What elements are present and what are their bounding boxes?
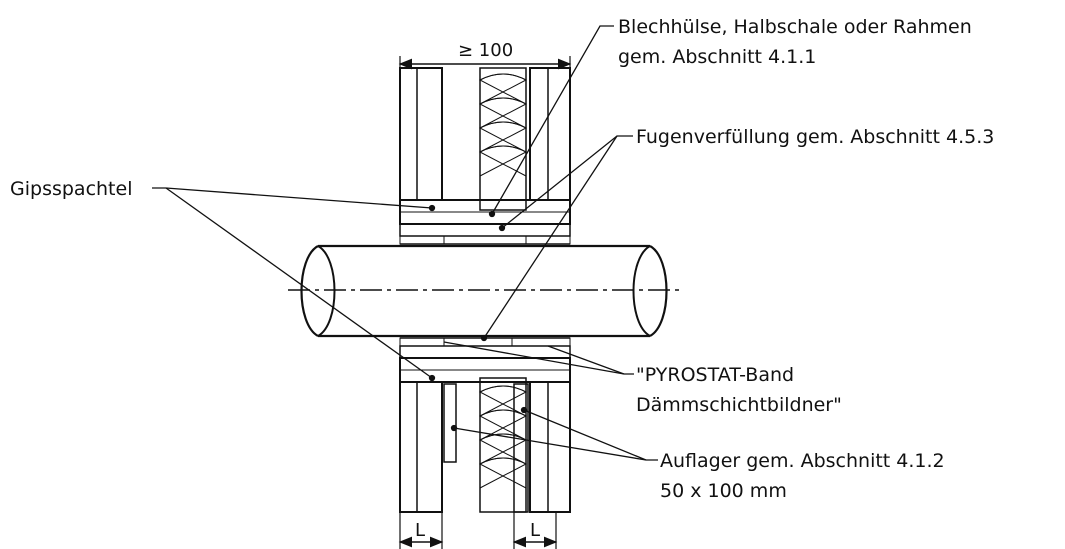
labels: Blechhülse, Halbschale oder Rahmen gem. …: [10, 16, 994, 502]
dimension-support-left: L: [398, 512, 444, 549]
leader-gypsum: [152, 187, 433, 209]
pipe: [288, 244, 684, 338]
dimension-support-right-label: L: [530, 520, 540, 541]
lower-support-left: [443, 383, 457, 463]
lower-pyrostat-right: [511, 337, 571, 347]
label-support-line1: Auflager gem. Abschnitt 4.1.2: [660, 450, 945, 472]
label-joint-fill: Fugenverfüllung gem. Abschnitt 4.5.3: [636, 126, 994, 148]
lower-support-right: [513, 383, 529, 513]
label-pyrostat-line2: Dämmschichtbildner": [636, 394, 842, 416]
lower-insulation: [479, 377, 527, 513]
lower-pyrostat-left: [399, 337, 445, 347]
upper-wall: [399, 67, 571, 245]
label-pyrostat-line1: "PYROSTAT-Band: [636, 364, 794, 386]
dimension-support-left-label: L: [415, 520, 425, 541]
dimension-wall-thickness: ≥ 100: [398, 40, 572, 70]
label-gypsum: Gipsspachtel: [10, 178, 132, 200]
leader-lines: [152, 25, 658, 461]
label-sleeve-line1: Blechhülse, Halbschale oder Rahmen: [618, 16, 972, 38]
upper-pyrostat-left: [399, 235, 445, 245]
upper-left-board: [399, 67, 443, 201]
leader-sleeve: [491, 25, 614, 215]
label-sleeve-line2: gem. Abschnitt 4.1.1: [618, 46, 816, 68]
lower-wall: [399, 337, 571, 513]
dimension-wall-thickness-label: ≥ 100: [458, 40, 513, 61]
lower-right-board: [529, 381, 571, 513]
label-support-line2: 50 x 100 mm: [660, 480, 787, 502]
upper-insulation: [479, 67, 527, 211]
dimension-support-right: L: [512, 512, 558, 549]
leader-support: [453, 427, 658, 461]
lower-left-board: [399, 381, 443, 513]
